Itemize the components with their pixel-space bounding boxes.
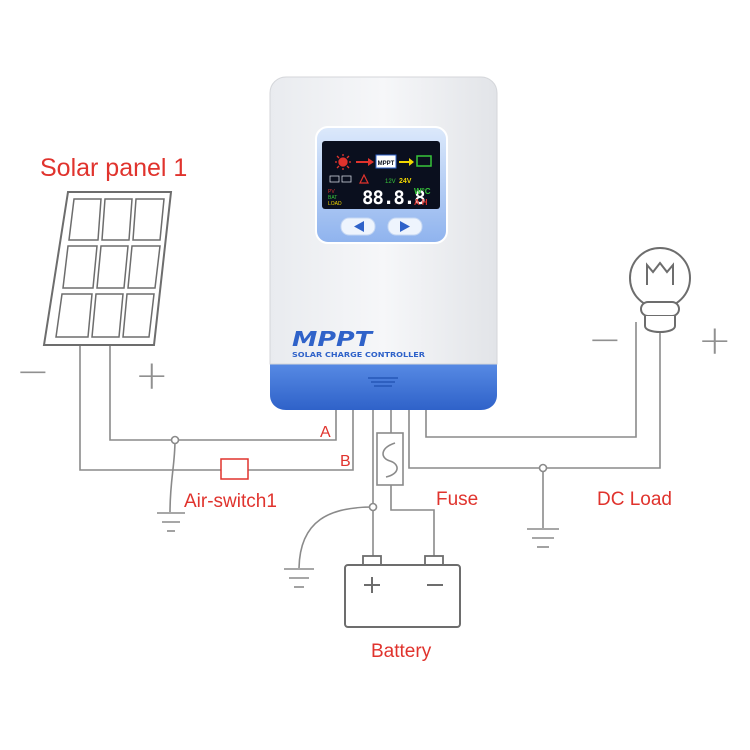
sun-icon: [335, 154, 351, 170]
ground-symbol-solar: [157, 512, 185, 532]
fuse-symbol: [376, 432, 404, 486]
solar-ground-wire: [169, 439, 176, 513]
bulb-icon: [629, 247, 691, 333]
load-positive-wire: [425, 322, 637, 438]
solar-negative-wire: [79, 340, 354, 471]
lcd-content: MPPT 12V 24V PV BAT LOAD 88.8.8 W°C A H: [328, 154, 432, 209]
air-switch-symbol: [220, 458, 249, 480]
controller-subtitle: SOLAR CHARGE CONTROLLER: [292, 351, 426, 359]
lcd-24v: 24V: [399, 178, 412, 185]
lcd-12v: 12V: [385, 179, 396, 185]
lcd-digits: 88.8.8: [362, 187, 425, 209]
terminal-a-label: A: [320, 424, 331, 441]
dc-load-label: DC Load: [597, 489, 672, 510]
terminal-b-label: B: [340, 453, 351, 470]
lcd-load: LOAD: [328, 201, 342, 207]
vent-grille: [368, 377, 398, 387]
solar-positive-wire: [109, 345, 337, 441]
solar-panel-label: Solar panel 1: [40, 154, 188, 182]
battery-fuse-wire: [390, 485, 435, 556]
lcd-pv: PV: [328, 189, 335, 195]
fuse-label: Fuse: [436, 489, 479, 510]
solar-plus-symbol: +: [135, 353, 169, 399]
left-arrow-icon: [354, 221, 364, 232]
lcd-unit-wc: W°C: [414, 187, 431, 196]
junction-dots: [170, 435, 548, 512]
lcd-unit-ah: A H: [414, 198, 428, 207]
ground-symbol-load: [527, 528, 559, 548]
lcd-battery-icon: [416, 155, 432, 167]
ground-symbol-battery: [284, 568, 314, 588]
mppt-controller: MPPT 12V 24V PV BAT LOAD 88.8.8 W°C A H: [269, 76, 498, 410]
wires: [79, 322, 661, 569]
battery-ground-wire: [298, 506, 374, 569]
battery-label: Battery: [371, 641, 432, 662]
solar-panel: [42, 191, 173, 346]
lcd-bat: BAT: [328, 195, 337, 201]
load-negative-wire: [408, 332, 661, 469]
right-arrow-icon: [400, 221, 410, 232]
warning-icon: [359, 173, 369, 184]
load-minus-symbol: −: [588, 317, 622, 363]
controller-brand: MPPT: [292, 327, 374, 351]
lcd-mppt-tag: MPPT: [378, 161, 395, 167]
load-plus-symbol: +: [698, 318, 732, 364]
lcd-display: [322, 141, 440, 209]
air-switch-label: Air-switch1: [184, 491, 277, 512]
solar-minus-symbol: −: [16, 349, 50, 395]
battery-symbol: [344, 555, 461, 628]
